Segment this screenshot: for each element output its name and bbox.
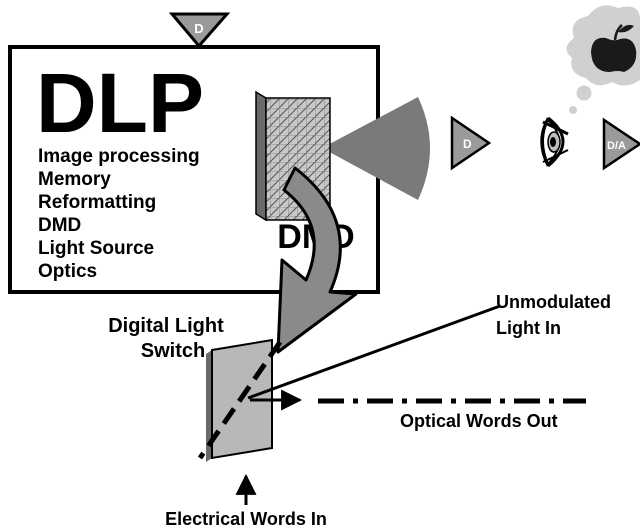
thought-bubble-medium — [576, 85, 592, 101]
light-beam — [322, 97, 430, 200]
eye-icon — [540, 116, 569, 168]
top-d-marker-label: D — [194, 21, 203, 36]
electrical-words-in-label: Electrical Words In — [165, 509, 327, 529]
beam-d-marker-label: D — [463, 137, 472, 151]
beam-d-marker: D — [450, 115, 492, 171]
unmodulated-label-line1: Unmodulated — [496, 292, 611, 312]
switch-label-line2: Switch — [141, 340, 205, 362]
feature-light-source: Light Source — [38, 238, 154, 259]
feature-memory: Memory — [38, 169, 111, 190]
apple-icon — [591, 24, 637, 72]
thought-bubble-small — [569, 106, 577, 114]
feature-dmd: DMD — [38, 215, 81, 236]
curved-arrow — [276, 166, 358, 354]
feature-image-processing: Image processing — [38, 146, 200, 167]
incoming-light-line — [247, 304, 501, 400]
da-marker: D/A — [602, 117, 640, 171]
feature-optics: Optics — [38, 261, 97, 282]
optical-words-out-label: Optical Words Out — [400, 411, 558, 431]
mirror-dashed-line — [197, 340, 283, 460]
top-d-marker: D — [168, 12, 231, 49]
feature-reformatting: Reformatting — [38, 192, 156, 213]
unmodulated-label-line2: Light In — [496, 318, 561, 338]
dlp-title: DLP — [36, 56, 204, 150]
da-marker-label: D/A — [607, 140, 626, 152]
switch-label-line1: Digital Light — [108, 315, 224, 337]
